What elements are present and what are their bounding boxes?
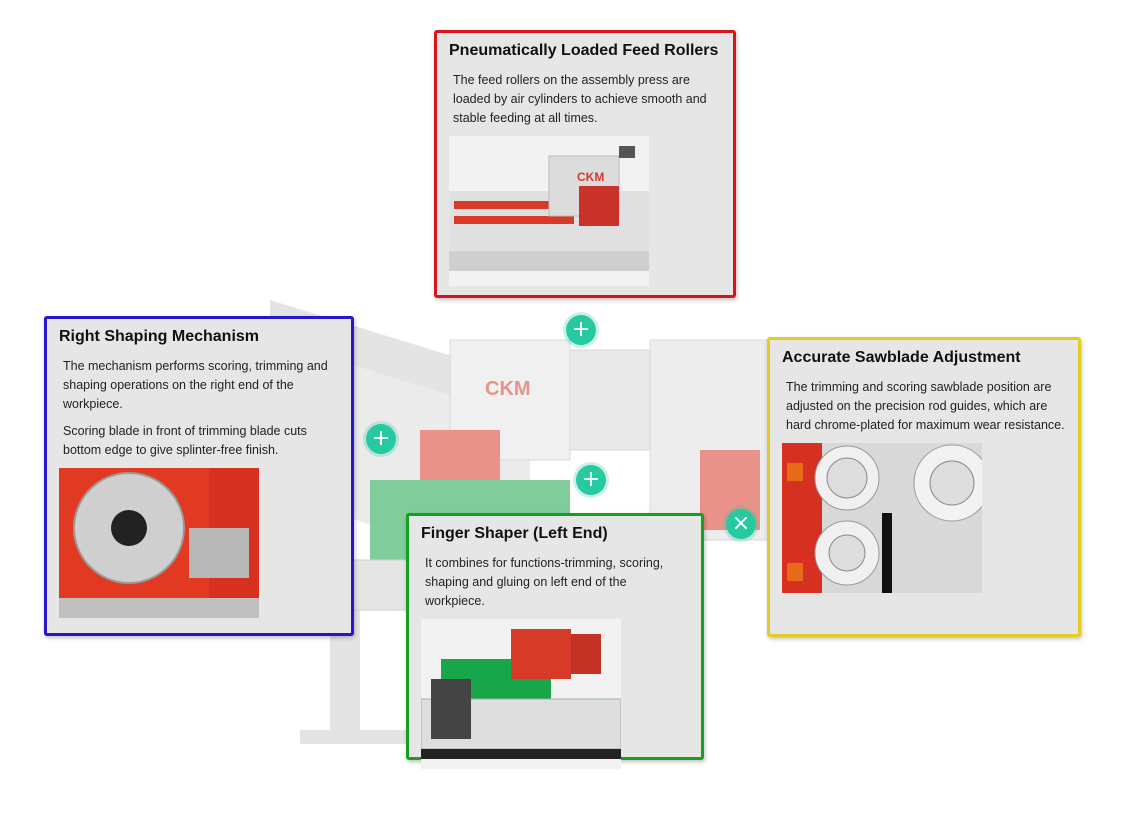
hotspot-sawblade-close[interactable]: × <box>726 509 756 539</box>
feed-rollers-description: The feed rollers on the assembly press a… <box>453 73 707 125</box>
sawblade-photo <box>782 443 982 593</box>
finger-shaper-card: Finger Shaper (Left End) It combines for… <box>406 513 704 769</box>
right-shaping-note: Scoring blade in front of trimming blade… <box>63 424 307 457</box>
hotspot-right-shaping[interactable]: + <box>366 424 396 454</box>
right-shaping-card: Right Shaping Mechanism The mechanism pe… <box>44 316 354 636</box>
sawblade-description: The trimming and scoring sawblade positi… <box>786 380 1065 432</box>
machine-brand-label: CKM <box>485 378 531 400</box>
hotspot-feed-rollers[interactable]: + <box>566 315 596 345</box>
right-shaping-title: Right Shaping Mechanism <box>59 328 260 345</box>
feed-rollers-card: Pneumatically Loaded Feed Rollers The fe… <box>434 30 736 298</box>
right-shaping-description: The mechanism performs scoring, trimming… <box>63 359 328 411</box>
feed-rollers-photo: CKM <box>449 136 649 286</box>
feed-rollers-title: Pneumatically Loaded Feed Rollers <box>449 42 719 59</box>
finger-shaper-description: It combines for functions-trimming, scor… <box>425 556 664 608</box>
sawblade-title: Accurate Sawblade Adjustment <box>782 349 1021 366</box>
finger-shaper-title: Finger Shaper (Left End) <box>421 525 608 542</box>
right-shaping-photo <box>59 468 259 618</box>
hotspot-finger-shaper[interactable]: + <box>576 465 606 495</box>
sawblade-adjustment-card: Accurate Sawblade Adjustment The trimmin… <box>767 337 1081 637</box>
finger-shaper-photo <box>421 619 621 769</box>
feed-rollers-photo-brand: CKM <box>577 170 604 184</box>
